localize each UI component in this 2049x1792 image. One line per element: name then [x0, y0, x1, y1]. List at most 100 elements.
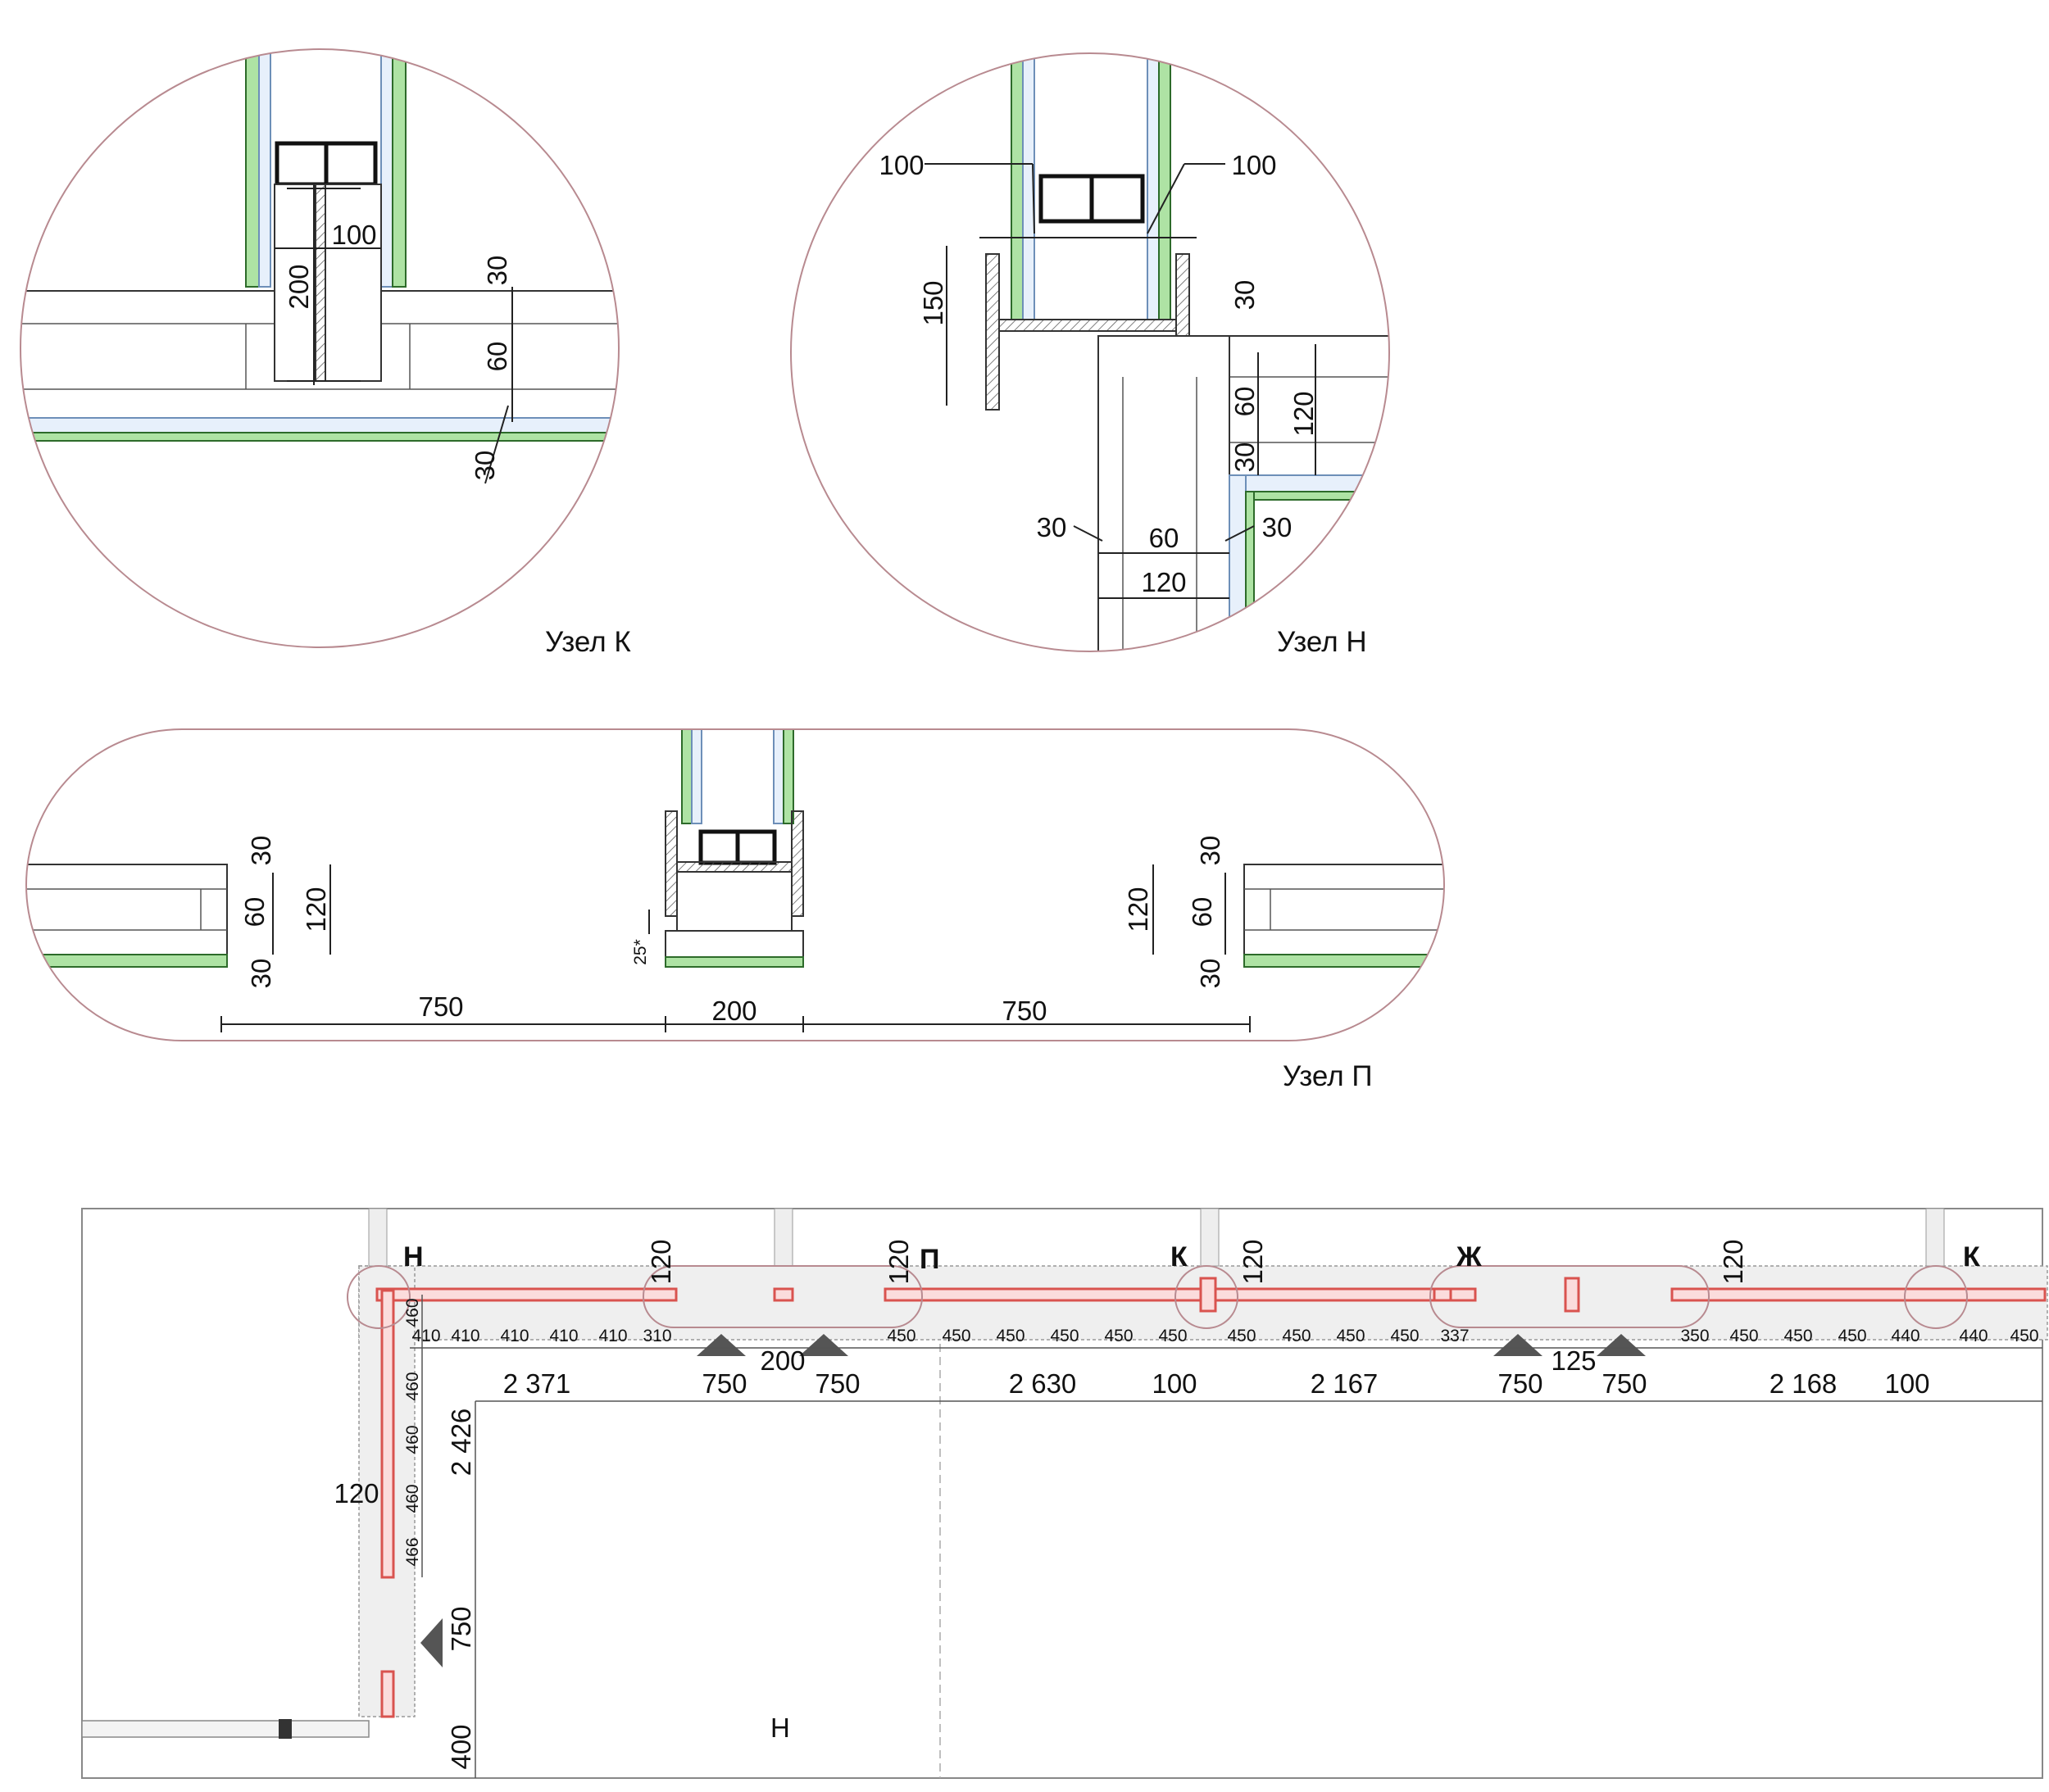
node-n-dim-100-right: 100	[1231, 150, 1276, 180]
node-p-wall-left	[26, 864, 228, 968]
plan-dim-vertical-list: 460 460 460 460 466	[403, 1295, 423, 1577]
node-k-dim-200: 200	[284, 264, 314, 309]
node-k-dim-100: 100	[331, 220, 376, 250]
plan-dim-120-c: 120	[1238, 1239, 1268, 1284]
plan-dim-row1-item: 450	[1282, 1327, 1311, 1345]
node-p-label: Узел П	[1283, 1060, 1373, 1092]
plan-arrow-marker	[1597, 1334, 1646, 1356]
plan-dim-vertical-item: 460	[403, 1484, 422, 1513]
plan-dim-750-vertical: 750	[446, 1606, 476, 1651]
plan-dim-row1-item: 310	[643, 1327, 671, 1345]
plan-dim-row1-item: 450	[2010, 1327, 2038, 1345]
plan-dim-row1-item: 410	[451, 1327, 479, 1345]
plan-blocks-column	[380, 1289, 395, 1718]
plan-callout-k1	[1174, 1265, 1238, 1329]
plan-dim-row1-item: 450	[1158, 1327, 1187, 1345]
plan-dim-row1-item: 450	[887, 1327, 915, 1345]
plan-dim-row1-item: 450	[942, 1327, 970, 1345]
plan-arrow-marker	[697, 1334, 746, 1356]
plan-dim-row1: 410 410 410 410 410 310 200 450 450 450 …	[411, 1327, 2038, 1376]
plan-dim-row2-item: 750	[815, 1368, 860, 1399]
node-n-dim-30-mid: 30	[1229, 442, 1260, 473]
plan-dim-row2-item: 2 371	[503, 1368, 571, 1399]
plan-dim-row2: 2 371 750 750 2 630 100 2 167 750 750 2 …	[503, 1368, 1930, 1399]
plan-dim-row1-item: 350	[1680, 1327, 1709, 1345]
node-n-dim-30-left: 30	[1037, 512, 1067, 542]
plan-dim-row1-item: 450	[996, 1327, 1024, 1345]
node-p-wall-right	[1243, 864, 1444, 968]
node-k-label: Узел К	[545, 626, 631, 658]
plan-dim-120-d: 120	[1718, 1239, 1748, 1284]
plan-dim-row2-item: 2 630	[1009, 1368, 1077, 1399]
plan-dim-row2-item: 750	[702, 1368, 747, 1399]
plan-callout-zh	[1429, 1265, 1710, 1328]
plan-dim-row2-item: 100	[1152, 1368, 1197, 1399]
plan-dim-vertical-item: 460	[403, 1298, 422, 1327]
plan-dim-row2-item: 100	[1884, 1368, 1929, 1399]
node-p-dim-r120: 120	[1123, 887, 1153, 932]
plan-marker-p: П	[920, 1244, 939, 1275]
plan-dim-row2-item: 750	[1601, 1368, 1647, 1399]
plan-dim-vertical-item: 460	[403, 1425, 422, 1454]
plan-frame	[81, 1208, 2043, 1779]
node-p-outline	[25, 728, 1445, 1041]
plan-arrow-marker	[420, 1618, 443, 1667]
plan-dim-row1-item: 410	[500, 1327, 529, 1345]
node-p-dim-r60: 60	[1187, 897, 1217, 928]
plan-dim-row1-item: 125	[1551, 1345, 1596, 1376]
plan-dim-row1-item: 337	[1440, 1327, 1469, 1345]
plan-dim-120-b: 120	[884, 1239, 914, 1284]
node-n-web	[998, 319, 1177, 332]
node-p-detail: 30 60 30 120 25* 120 30 60 30 750 200 75…	[25, 728, 1445, 1092]
node-k-dim-60: 60	[482, 342, 512, 372]
plan-dim-row1-item: 450	[1227, 1327, 1256, 1345]
plan-dim-row2-item: 750	[1497, 1368, 1542, 1399]
plan-dim-row1-item: 450	[1104, 1327, 1133, 1345]
plan-dim-row2-item: 2 167	[1311, 1368, 1379, 1399]
plan-dim-row1-item: 410	[598, 1327, 627, 1345]
node-n-dim-30-top: 30	[1229, 280, 1260, 311]
node-n-dim-60: 60	[1229, 387, 1260, 417]
node-n-dim-60-h: 60	[1149, 523, 1179, 553]
plan-blocks-row	[375, 1277, 2047, 1313]
plan-dim-vertical-item: 460	[403, 1372, 422, 1400]
plan-dim-120-a: 120	[646, 1239, 676, 1284]
plan-dim-400: 400	[446, 1724, 476, 1769]
plan-dim-row1-item: 410	[411, 1327, 440, 1345]
plan-arrow-marker	[799, 1334, 848, 1356]
plan-dim-row1-item: 200	[760, 1345, 805, 1376]
plan-marker-zh: Ж	[1456, 1241, 1482, 1273]
node-n-detail: 100 100 150 30 60 30 120 30 60 30 120 Уз…	[790, 52, 1390, 658]
plan-dim-2426: 2 426	[446, 1409, 476, 1477]
plan-dim-row1-item: 450	[1336, 1327, 1365, 1345]
node-k-outline	[20, 48, 620, 648]
node-k-membrane	[20, 432, 619, 442]
plan-arrow-marker	[1493, 1334, 1542, 1356]
node-n-label: Узел Н	[1277, 626, 1367, 658]
node-k-dim-30-top: 30	[482, 256, 512, 286]
plan-dim-row1-item: 450	[1783, 1327, 1812, 1345]
plan-dim-row1-item: 450	[1729, 1327, 1758, 1345]
node-p-dim-star: 25*	[631, 939, 650, 965]
plan-dim-row1-item: 410	[549, 1327, 578, 1345]
plan-callout-k2	[1904, 1265, 1968, 1329]
plan-dim-row1-item: 450	[1838, 1327, 1866, 1345]
plan-dim-vertical-item: 466	[403, 1537, 422, 1566]
node-p-dim-l30-top: 30	[246, 836, 276, 866]
node-p-dim-r30-bottom: 30	[1195, 959, 1225, 989]
plan-callout-p	[643, 1265, 923, 1328]
plan-callout-n	[347, 1265, 411, 1329]
plan-dim-row2-item: 2 168	[1770, 1368, 1838, 1399]
node-n-dim-150: 150	[918, 280, 948, 325]
node-k-dim-30-bottom: 30	[470, 451, 500, 481]
node-p-dim-l30-bottom: 30	[246, 959, 276, 989]
node-p-span-right: 750	[1002, 996, 1047, 1026]
plan-dim-row1-item: 440	[1959, 1327, 1988, 1345]
node-p-span-mid: 200	[711, 996, 756, 1026]
node-k-i-beam	[315, 184, 326, 382]
plan-marker-n: Н	[403, 1241, 424, 1273]
plan-dim-row1-item: 450	[1050, 1327, 1079, 1345]
node-n-dim-120-vert: 120	[1288, 391, 1319, 436]
